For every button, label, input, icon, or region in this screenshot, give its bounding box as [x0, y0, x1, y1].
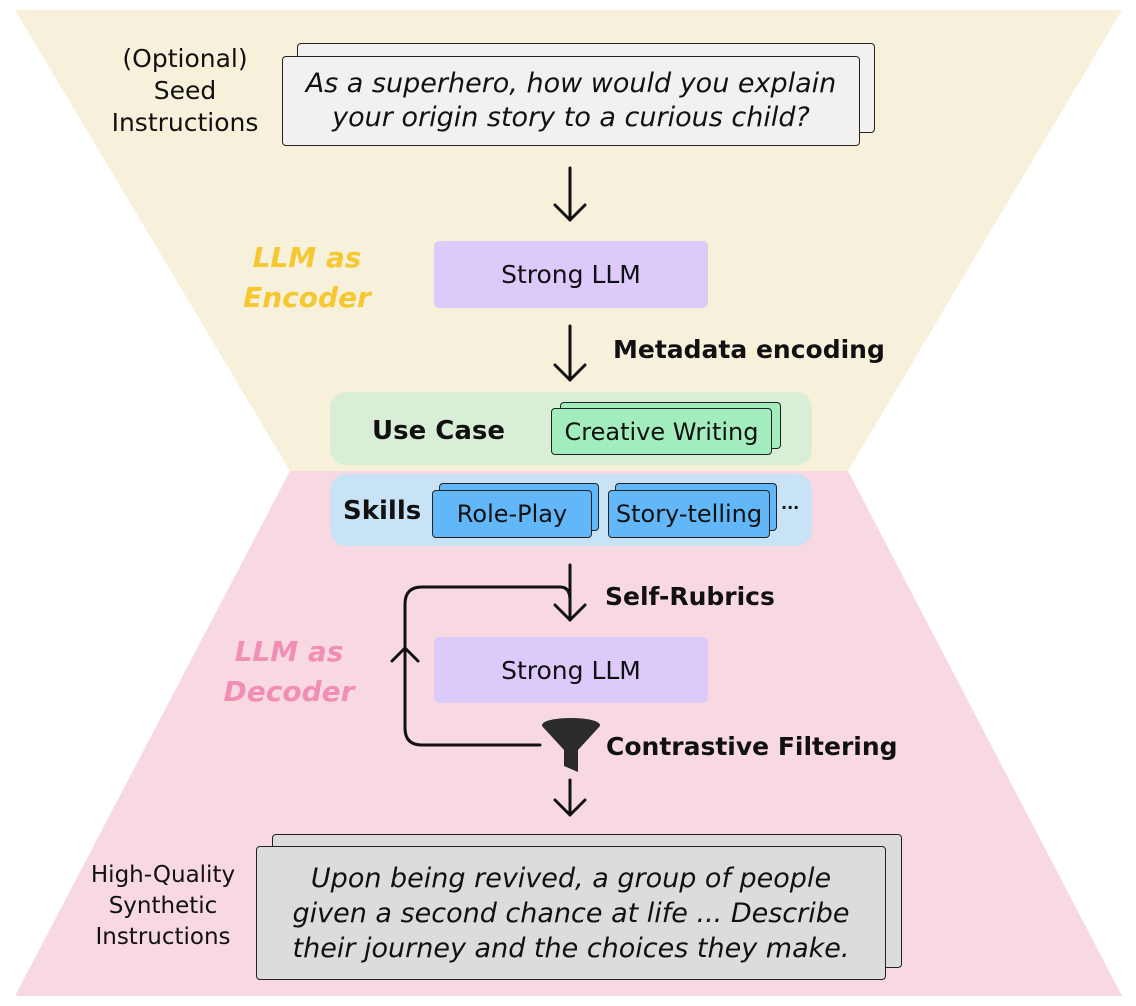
seed-label-line: (Optional) [122, 44, 248, 73]
seed-label: (Optional) Seed Instructions [100, 43, 270, 139]
use-case-chip-label: Creative Writing [564, 417, 759, 446]
seed-label-line: Seed [153, 76, 217, 105]
strong-llm-label: Strong LLM [501, 260, 641, 289]
output-label-line: High-Quality [90, 862, 236, 888]
output-label: High-Quality Synthetic Instructions [78, 860, 248, 953]
encoder-label-line: Encoder [243, 281, 371, 314]
funnel-icon [542, 718, 600, 772]
skill-chip-label: Role-Play [456, 500, 568, 528]
skill-chip-story-telling: Story-telling [608, 490, 770, 538]
output-instruction-card: Upon being revived, a group of people gi… [256, 846, 886, 980]
decoder-label: LLM as Decoder [200, 632, 378, 712]
use-case-label: Use Case [372, 416, 506, 446]
seed-instruction-card: As a superhero, how would you explain yo… [282, 56, 860, 146]
feedback-loop-arrow [403, 585, 572, 747]
encoder-label-line: LLM as [252, 241, 362, 274]
encoder-label: LLM as Encoder [222, 238, 392, 318]
self-rubrics-label: Self-Rubrics [605, 582, 775, 611]
output-text-line: their journey and the choices they make. [292, 932, 850, 964]
down-arrow-icon [553, 778, 587, 817]
seed-label-line: Instructions [111, 108, 259, 137]
up-arrow-icon [390, 646, 420, 663]
output-label-line: Synthetic [108, 893, 218, 919]
metadata-encoding-label: Metadata encoding [613, 335, 885, 364]
output-label-line: Instructions [95, 924, 231, 950]
contrastive-filtering-label: Contrastive Filtering [606, 732, 898, 761]
strong-llm-decoder: Strong LLM [434, 637, 708, 703]
seed-text-line: your origin story to a curious child? [332, 102, 810, 133]
decoder-label-line: Decoder [223, 675, 355, 708]
skills-more: ... [781, 494, 800, 513]
seed-text-line: As a superhero, how would you explain [305, 68, 837, 99]
output-text-line: given a second chance at life ... Descri… [292, 897, 850, 929]
use-case-chip: Creative Writing [551, 408, 772, 455]
output-text-line: Upon being revived, a group of people [310, 862, 832, 894]
skill-chip-role-play: Role-Play [432, 490, 592, 538]
strong-llm-label: Strong LLM [501, 655, 641, 685]
strong-llm-encoder: Strong LLM [434, 241, 708, 308]
skill-chip-label: Story-telling [615, 500, 763, 528]
down-arrow-icon [553, 166, 587, 222]
skills-label: Skills [343, 496, 422, 526]
down-arrow-icon [553, 324, 587, 382]
decoder-label-line: LLM as [234, 635, 344, 668]
